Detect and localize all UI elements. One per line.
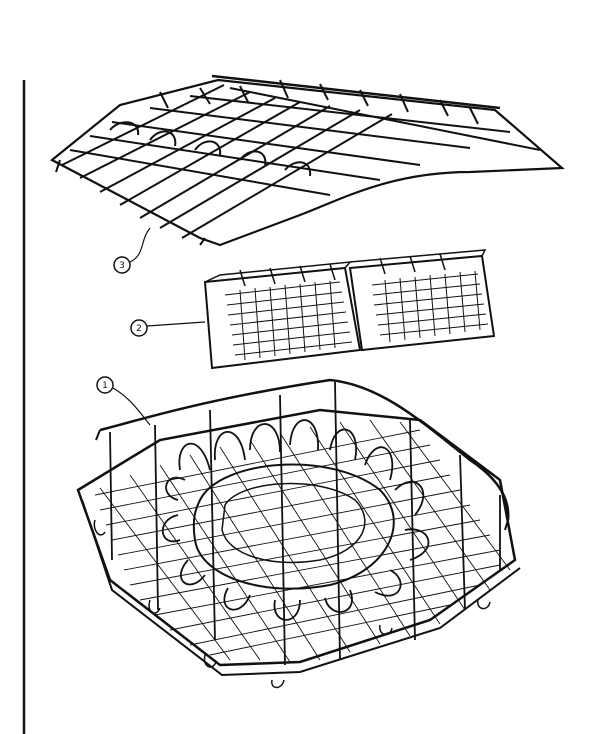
callout-3: 3: [113, 227, 151, 274]
callout-1-label: 1: [102, 381, 108, 391]
upper-rack-part-3: [50, 74, 565, 247]
callout-2-label: 2: [136, 324, 142, 334]
callout-3-label: 3: [119, 261, 125, 271]
lower-rack-part-1: [76, 378, 521, 689]
callout-1: 1: [96, 376, 151, 426]
callout-2: 2: [130, 319, 206, 337]
silverware-basket-part-2: [203, 249, 496, 370]
